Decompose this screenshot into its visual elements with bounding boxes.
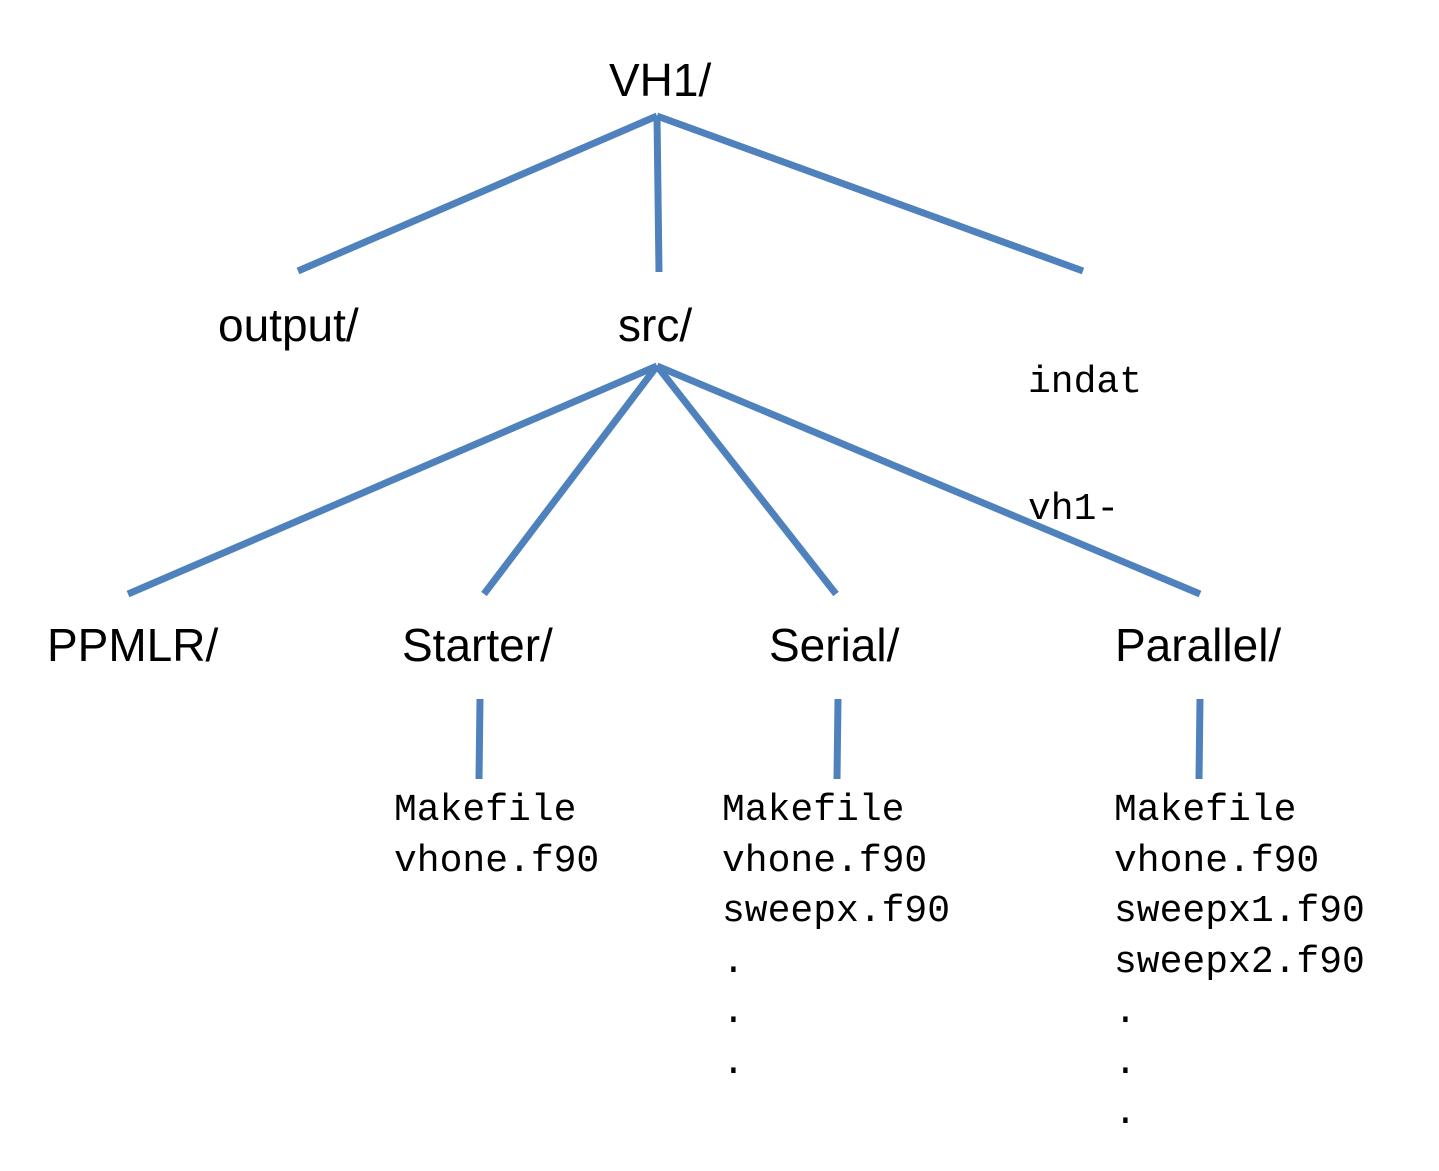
- file-entry: .: [722, 940, 745, 984]
- edge-root-to-indat: [655, 112, 1085, 275]
- file-entry: vhone.f90: [394, 839, 600, 883]
- file-entry: sweepx1.f90: [1114, 890, 1365, 933]
- indat-line: vh1-: [1028, 487, 1120, 531]
- file-entry: Makefile: [394, 789, 577, 832]
- file-entry: .: [722, 991, 745, 1034]
- file-entry: .: [1114, 1092, 1137, 1135]
- node-ppmlr-dir: PPMLR/: [47, 619, 219, 671]
- edge-serial-to-files: [833, 698, 842, 780]
- edge-src-to-parallel: [655, 362, 1202, 598]
- file-entry: vhone.f90: [1114, 839, 1320, 883]
- parallel-file-list: Makefile vhone.f90 sweepx1.f90 sweepx2.f90.…: [1114, 786, 1365, 1140]
- starter-file-list: Makefile vhone.f90: [394, 786, 599, 887]
- node-indat-file: indat vh1-: [1028, 282, 1142, 611]
- file-entry: .: [722, 1041, 745, 1085]
- serial-file-list: Makefile vhone.f90 sweepx.f90...: [722, 786, 950, 1089]
- edge-src-to-ppmlr: [126, 362, 659, 598]
- file-entry: sweepx.f90: [722, 890, 951, 933]
- node-starter-dir: Starter/: [402, 619, 553, 671]
- node-vh1-root: VH1/: [609, 54, 712, 106]
- edge-root-to-output: [296, 112, 659, 275]
- edge-src-to-serial: [654, 363, 839, 597]
- file-entry: .: [1114, 1041, 1137, 1085]
- node-serial-dir: Serial/: [769, 619, 900, 671]
- edge-parallel-to-files: [1195, 698, 1204, 780]
- node-parallel-dir: Parallel/: [1115, 619, 1282, 671]
- indat-line: indat: [1028, 361, 1143, 404]
- file-entry: Makefile: [1114, 789, 1297, 832]
- file-entry: Makefile: [722, 789, 905, 832]
- edge-root-to-src: [653, 115, 663, 273]
- file-entry: .: [1114, 991, 1137, 1034]
- node-output-dir: output/: [218, 299, 359, 351]
- file-entry: vhone.f90: [722, 839, 928, 883]
- node-src-dir: src/: [618, 299, 693, 351]
- edge-starter-to-files: [475, 698, 484, 780]
- file-entry: sweepx2.f90: [1114, 940, 1365, 984]
- edge-src-to-starter: [481, 363, 660, 597]
